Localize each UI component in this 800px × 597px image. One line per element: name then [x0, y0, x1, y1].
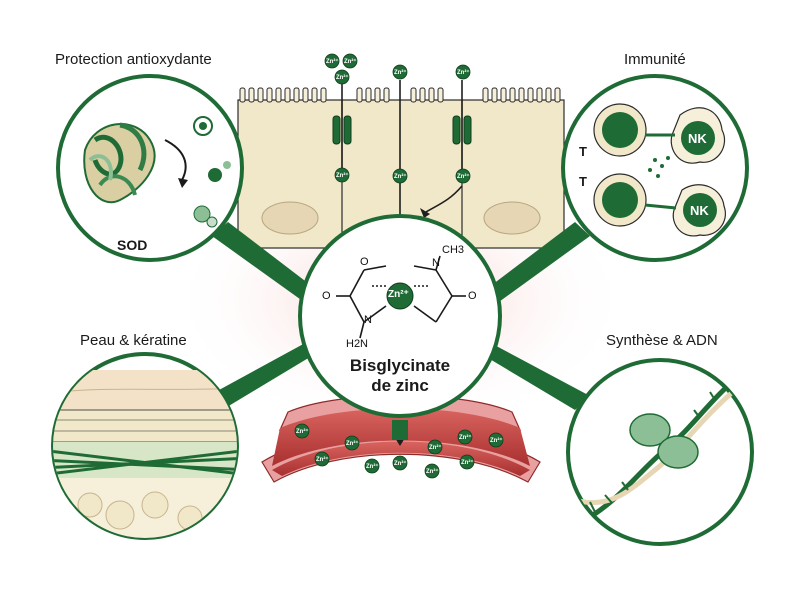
zinc-ion-label: Zn²⁺ [457, 70, 470, 76]
zinc-ion-label: Zn²⁺ [346, 441, 359, 447]
t-cell-label-1: T [579, 144, 587, 159]
zinc-ion-label: Zn²⁺ [296, 429, 309, 435]
center-zinc-label: Zn²⁺ [388, 289, 409, 300]
zinc-ion-label: Zn²⁺ [336, 173, 349, 179]
dna-helix [574, 373, 742, 523]
panel-title-skin: Peau & kératine [80, 332, 187, 349]
nitrogen-label-top: N [432, 257, 440, 269]
immune-cells [593, 103, 726, 237]
zinc-ion-label: Zn²⁺ [461, 460, 474, 466]
nk-cell-label-1: NK [688, 131, 707, 146]
molecule-structure [336, 255, 466, 339]
zinc-ion-label: Zn²⁺ [394, 70, 407, 76]
zinc-ions [294, 53, 504, 479]
zinc-ion-label: Zn²⁺ [394, 461, 407, 467]
skin-layers [53, 370, 237, 538]
oxygen-label-top-left: O [360, 256, 369, 268]
zinc-ion-label: Zn²⁺ [366, 464, 379, 470]
zinc-ion-label: Zn²⁺ [429, 445, 442, 451]
panel-title-antioxidant: Protection antioxydante [55, 51, 212, 68]
zinc-ion-label: Zn²⁺ [394, 174, 407, 180]
sod-protein [83, 116, 231, 228]
methyl-label: CH3 [442, 244, 465, 256]
panel-title-immunity: Immunité [624, 51, 686, 68]
zinc-ion-label: Zn²⁺ [336, 75, 349, 81]
zinc-ion-label: Zn²⁺ [326, 59, 339, 65]
zinc-ion-label: Zn²⁺ [316, 457, 329, 463]
zinc-ion-label: Zn²⁺ [426, 469, 439, 475]
amine-label: H2N [346, 338, 369, 350]
oxygen-label-left: O [322, 290, 331, 302]
zinc-ion-label: Zn²⁺ [459, 435, 472, 441]
connector-beams [208, 222, 590, 410]
t-cell-label-2: T [579, 174, 587, 189]
center-name-line1: Bisglycinate [349, 356, 451, 375]
sod-label: SOD [117, 237, 148, 253]
zinc-ion-label: Zn²⁺ [490, 438, 503, 444]
zinc-transporter [332, 115, 472, 145]
oxygen-label-right: O [468, 290, 477, 302]
vessel-arrow [392, 420, 408, 440]
nk-cell-label-2: NK [690, 203, 709, 218]
center-molecule-circle [298, 214, 502, 418]
panel-immunity-circle [561, 74, 749, 262]
zinc-ion-label: Zn²⁺ [457, 174, 470, 180]
nitrogen-label-bottom: N [364, 314, 372, 326]
center-name-line2: de zinc [371, 376, 429, 395]
zinc-ion-center [386, 282, 414, 310]
zinc-ion-label: Zn²⁺ [344, 59, 357, 65]
panel-title-dna: Synthèse & ADN [606, 332, 718, 349]
